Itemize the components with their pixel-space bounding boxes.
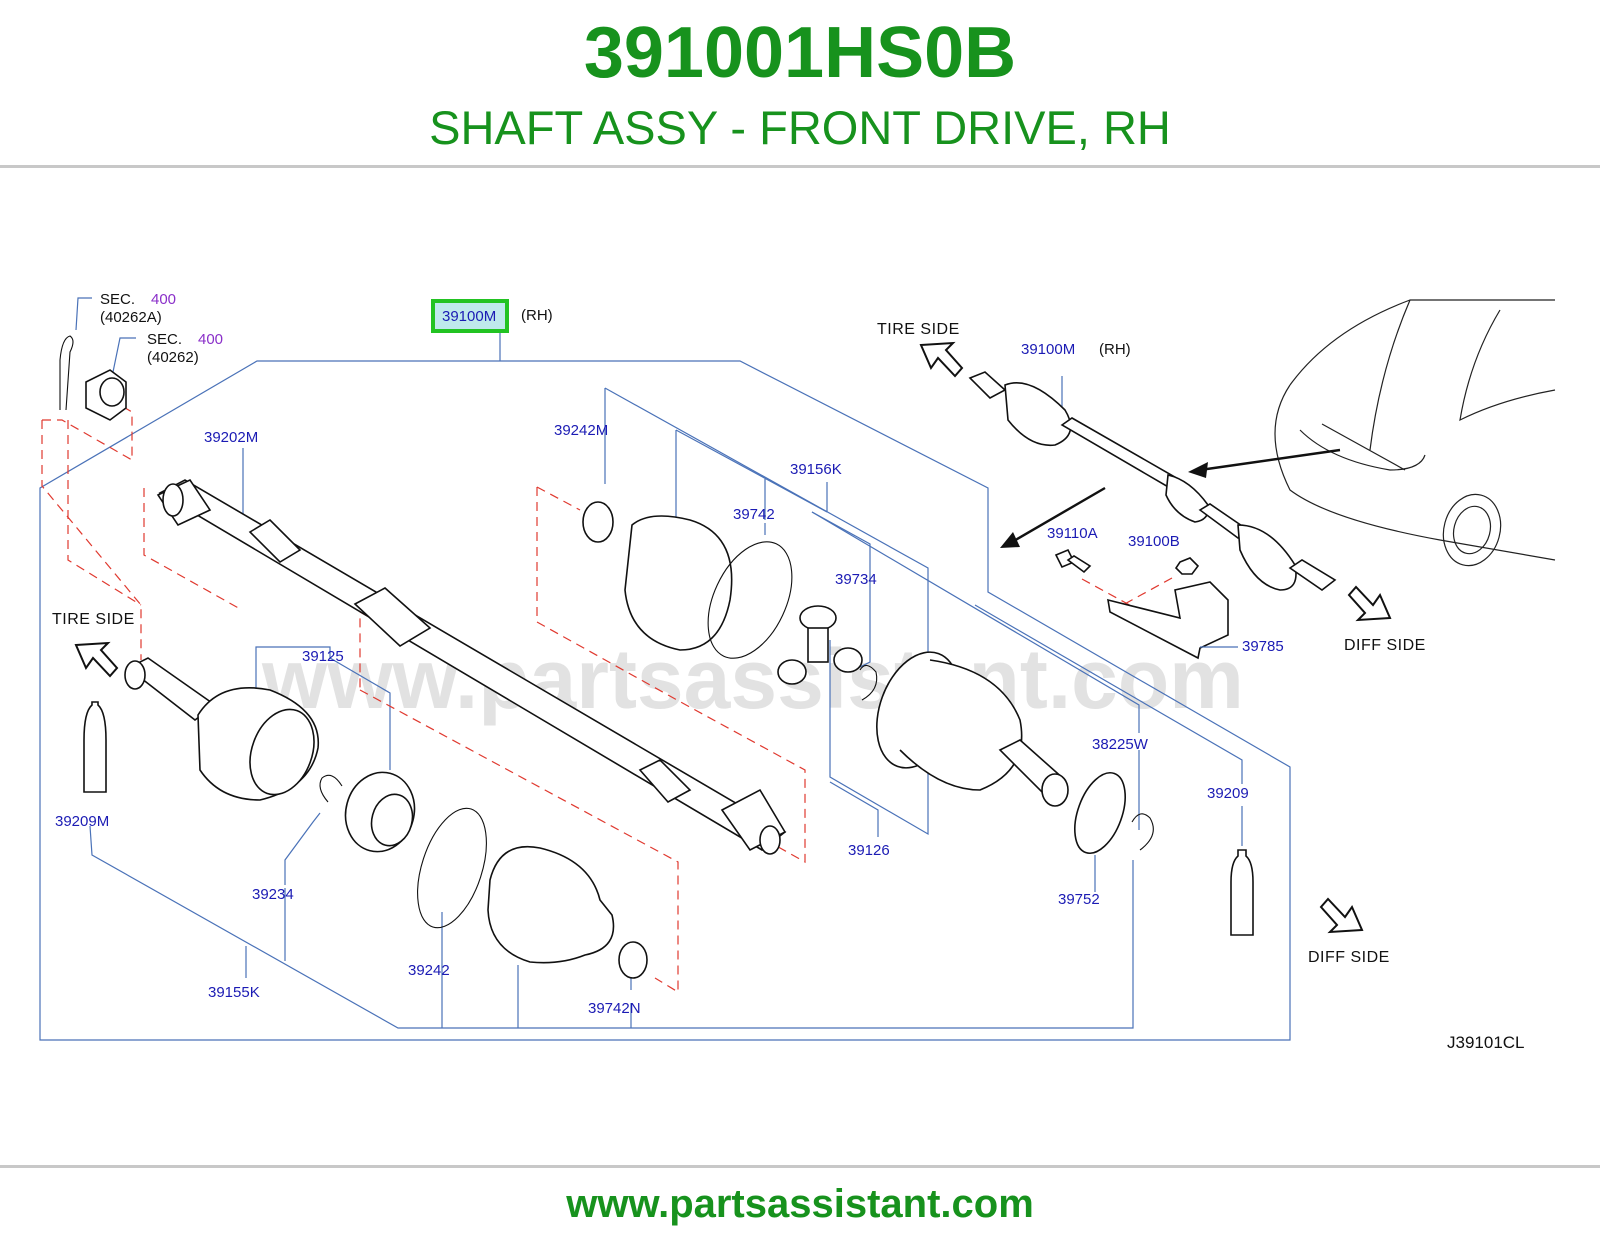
sec-ref-1-label: SEC.	[100, 291, 135, 308]
bolt-part	[1054, 548, 1092, 574]
callout-39209M[interactable]: 39209M	[55, 813, 109, 830]
band-upper-part	[707, 541, 793, 659]
diagram-code: J39101CL	[1447, 1033, 1525, 1052]
inner-housing-part	[876, 651, 1069, 807]
clamp-lower-part	[618, 941, 648, 979]
direction-arrows	[74, 341, 1392, 934]
callout-39156K[interactable]: 39156K	[790, 461, 842, 478]
part-description: SHAFT ASSY - FRONT DRIVE, RH	[429, 101, 1171, 154]
callout-39100B[interactable]: 39100B	[1128, 533, 1180, 550]
parts-diagram: www.partsassistant.com	[39, 291, 1556, 1052]
callout-39100M-highlighted[interactable]: 39100M	[442, 308, 496, 325]
callout-39100M-inset[interactable]: 39100M	[1021, 341, 1075, 358]
tire-side-left-label: TIRE SIDE	[52, 611, 135, 628]
long-shaft-part	[156, 478, 787, 855]
sec-ref-1-sub: (40262A)	[100, 309, 162, 326]
hub-nut-part	[85, 369, 127, 421]
callout-39126[interactable]: 39126	[848, 842, 890, 859]
tire-side-right-arrow-icon	[919, 341, 964, 378]
callout-39785[interactable]: 39785	[1242, 638, 1284, 655]
callout-39742[interactable]: 39742	[733, 506, 775, 523]
nut-part	[1174, 557, 1200, 575]
page-header: 391001HS0B SHAFT ASSY - FRONT DRIVE, RH	[0, 0, 1600, 168]
grease-tube-left-part	[83, 701, 107, 793]
sec-ref-2-label: SEC.	[147, 331, 182, 348]
vehicle-outline	[1274, 299, 1556, 567]
sec-ref-1-number[interactable]: 400	[151, 291, 176, 308]
bracket-part	[1107, 581, 1229, 660]
outer-joint-part	[124, 657, 320, 801]
inner-race-part	[344, 771, 416, 853]
callout-39734[interactable]: 39734	[835, 571, 877, 588]
diff-side-main-label: DIFF SIDE	[1308, 949, 1390, 966]
callout-39742N[interactable]: 39742N	[588, 1000, 641, 1017]
highlight-box	[431, 299, 509, 333]
callout-39242[interactable]: 39242	[408, 962, 450, 979]
callout-39209[interactable]: 39209	[1207, 785, 1249, 802]
callout-39202M[interactable]: 39202M	[204, 429, 258, 446]
callout-rh-suffix: (RH)	[521, 307, 553, 324]
clamp-upper-part	[582, 501, 614, 543]
callout-39110A[interactable]: 39110A	[1047, 525, 1098, 542]
sec-ref-2-number[interactable]: 400	[198, 331, 223, 348]
callout-39234[interactable]: 39234	[252, 886, 294, 903]
callout-38225W[interactable]: 38225W	[1092, 736, 1149, 753]
boot-upper-part	[624, 515, 733, 651]
diff-side-main-arrow-icon	[1319, 897, 1364, 934]
diagram-parts	[59, 299, 1556, 979]
tire-side-left-arrow-icon	[74, 641, 119, 678]
callout-39242M[interactable]: 39242M	[554, 422, 608, 439]
boot-lower-part	[487, 846, 615, 964]
grease-tube-right-part	[1230, 849, 1254, 936]
tire-side-right-label: TIRE SIDE	[877, 321, 960, 338]
part-number-title: 391001HS0B	[583, 13, 1017, 93]
sec-ref-2-sub: (40262)	[147, 349, 199, 366]
seal-part	[1074, 772, 1126, 854]
footer-divider	[0, 1165, 1600, 1168]
inset-shaft-part	[968, 371, 1337, 591]
spider-part	[777, 605, 863, 685]
callout-39125[interactable]: 39125	[302, 648, 344, 665]
callout-39155K[interactable]: 39155K	[208, 984, 260, 1001]
leader-lines	[39, 297, 1291, 1041]
callout-rh-inset: (RH)	[1099, 341, 1131, 358]
diff-side-inset-label: DIFF SIDE	[1344, 637, 1426, 654]
diff-side-inset-arrow-icon	[1347, 585, 1392, 622]
watermark-text: www.partsassistant.com	[261, 632, 1244, 726]
cotter-pin-part	[59, 335, 74, 411]
boot-band-part	[417, 807, 487, 929]
diagram-labels: SEC. 400 (40262A) SEC. 400 (40262) 39100…	[52, 291, 1525, 1052]
header-divider	[0, 165, 1600, 168]
callout-39752[interactable]: 39752	[1058, 891, 1100, 908]
page-footer: www.partsassistant.com	[0, 1168, 1600, 1240]
footer-url-link[interactable]: www.partsassistant.com	[566, 1182, 1034, 1226]
location-arrow-icon	[1000, 448, 1341, 548]
